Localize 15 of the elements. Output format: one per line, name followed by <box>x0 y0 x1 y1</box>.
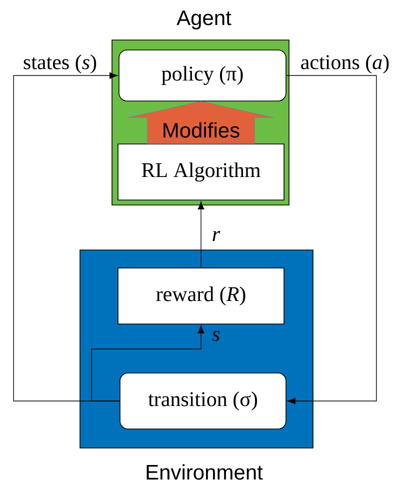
edge-label: actions (a) <box>300 54 390 74</box>
algorithm-box: RL Algorithm <box>118 144 284 200</box>
node-label: Environment <box>146 464 263 480</box>
arrow <box>286 75 377 404</box>
edge-label: states (s) <box>22 54 98 74</box>
policy-box: policy (π) <box>118 50 286 102</box>
arrow <box>198 201 204 268</box>
transition-box: transition (σ) <box>120 372 286 430</box>
reward-box: reward (R) <box>118 268 284 324</box>
edge-label: r <box>211 230 221 242</box>
arrow <box>91 325 204 402</box>
node-label: Agent <box>176 10 232 30</box>
arrow <box>13 72 120 402</box>
block-arrow <box>126 101 276 144</box>
edge-label: Modifies <box>164 122 240 138</box>
